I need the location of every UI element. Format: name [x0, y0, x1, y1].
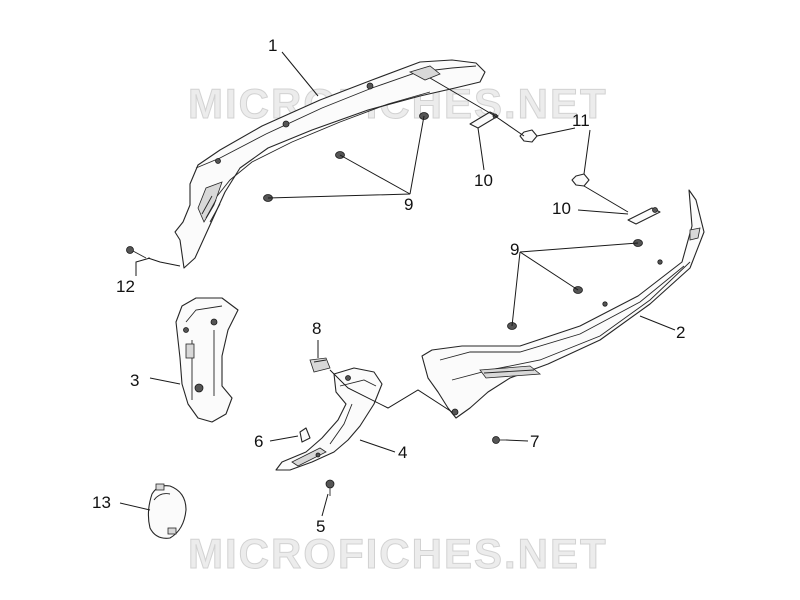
callout-4: 4	[398, 443, 407, 462]
part-2-lower-cover	[421, 189, 705, 419]
callout-13: 13	[92, 493, 111, 512]
callout-10-lower: 10	[552, 199, 571, 218]
callout-12: 12	[116, 277, 135, 296]
part-9-grommets	[263, 112, 643, 330]
callout-10-upper: 10	[474, 171, 493, 190]
callouts: 1 2 3 4 5 6 7 8 9 9 10 10 11 12 13	[92, 36, 685, 536]
callout-1: 1	[268, 36, 277, 55]
part-7-screw	[492, 436, 506, 444]
callout-3: 3	[130, 371, 139, 390]
part-13-cap	[147, 483, 187, 539]
part-12-screw	[126, 246, 147, 259]
callout-7: 7	[530, 432, 539, 451]
part-8-clip	[309, 357, 331, 373]
callout-9-lower: 9	[510, 240, 519, 259]
part-11-nuts	[519, 129, 590, 187]
callout-6: 6	[254, 432, 263, 451]
part-5-screw	[325, 479, 335, 496]
part-10-plates	[469, 111, 661, 225]
watermark-bottom: MICROFICHES.NET	[188, 530, 608, 577]
callout-11: 11	[572, 111, 590, 130]
callout-8: 8	[312, 319, 321, 338]
part-6-fastener	[299, 427, 311, 443]
leader-lines	[119, 51, 676, 517]
callout-9-upper: 9	[404, 195, 413, 214]
part-4-bracket	[275, 367, 383, 471]
part-3-inner-panel	[175, 297, 239, 423]
callout-5: 5	[316, 517, 325, 536]
part-1-upper-cover	[174, 59, 486, 269]
callout-2: 2	[676, 323, 685, 342]
